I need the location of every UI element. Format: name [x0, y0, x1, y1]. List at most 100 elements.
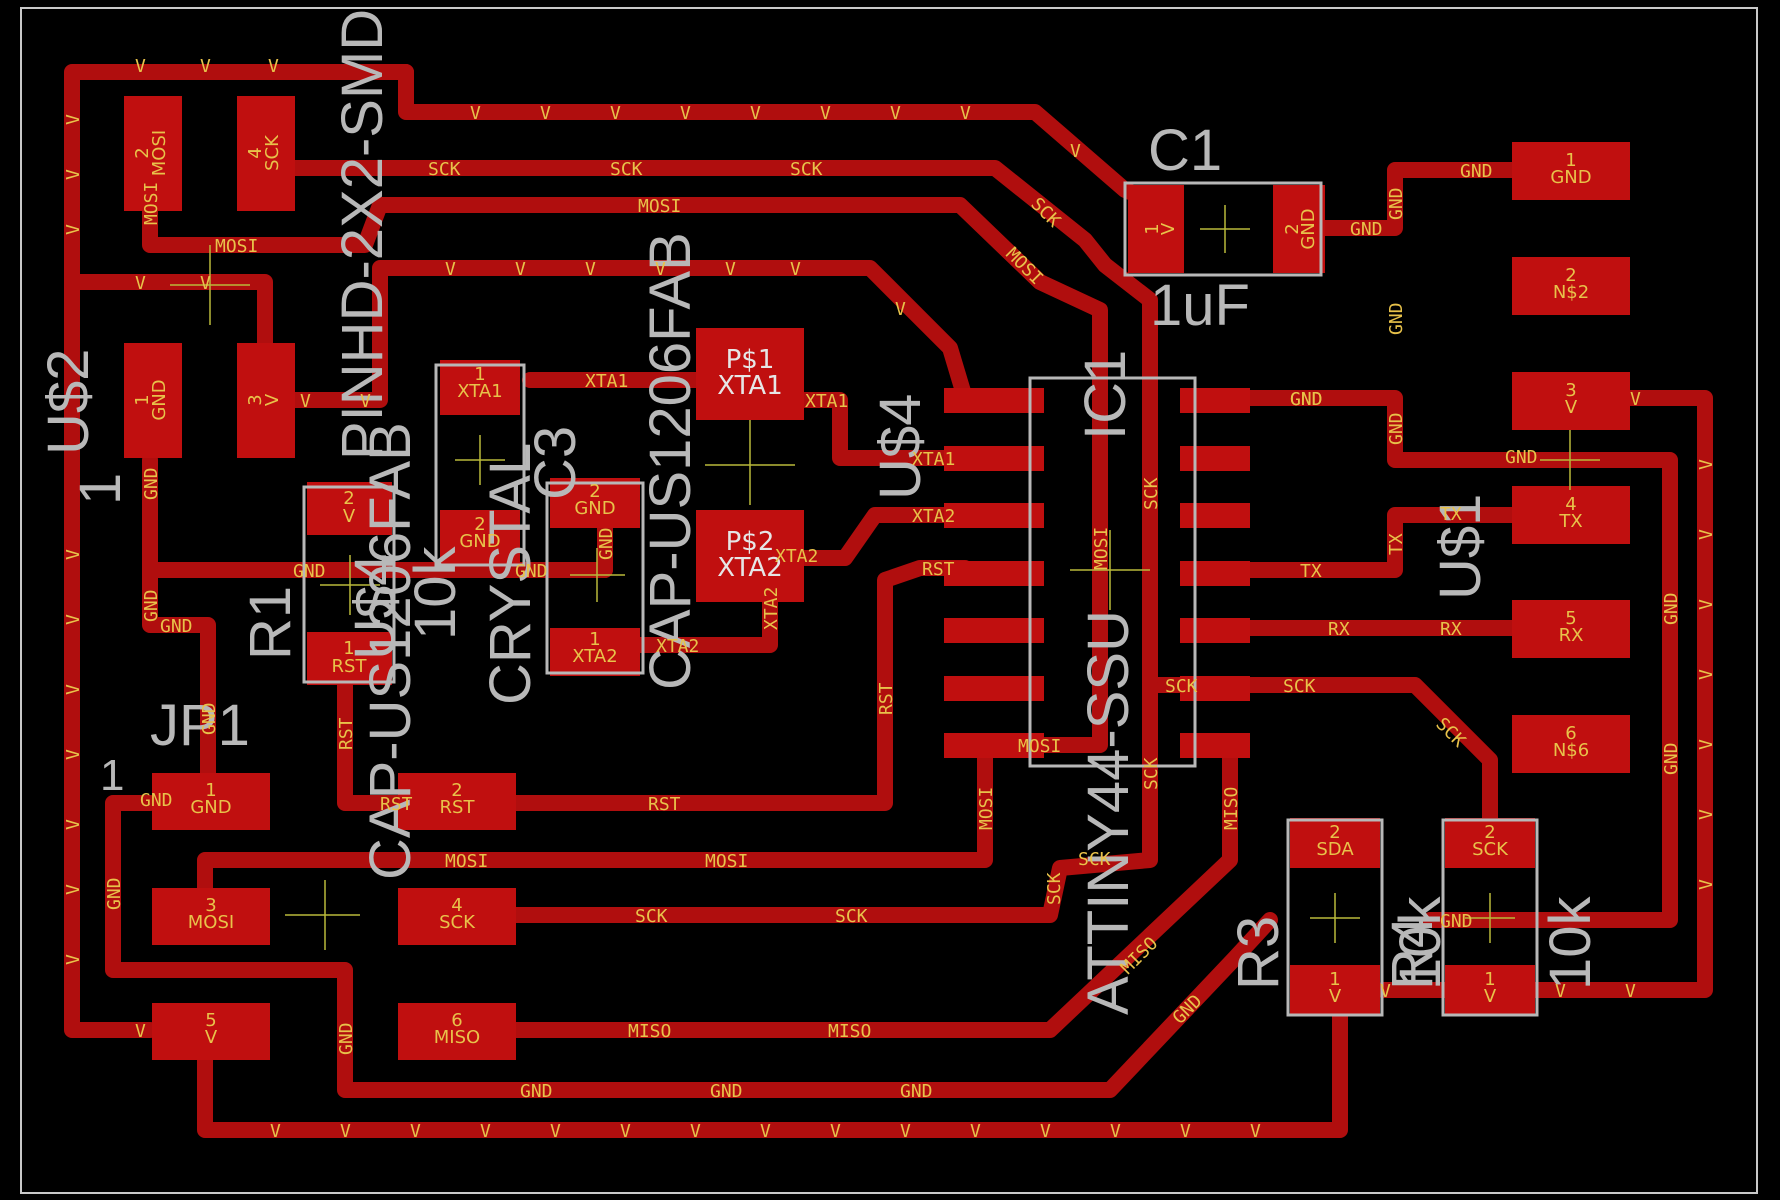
trace-sck-bottom: [507, 677, 1158, 923]
pad-p1-net: XTA1: [717, 371, 783, 401]
pad-ftdi4-net: TX: [1558, 511, 1582, 532]
cross-p: [705, 420, 795, 505]
netlabel-v: V: [900, 1121, 911, 1142]
netlabel-sck: SCK: [1044, 872, 1065, 905]
netlabel-v: V: [1040, 1121, 1051, 1142]
netlabel-v: V: [820, 103, 831, 124]
netlabel-v: V: [63, 224, 84, 235]
netlabel-v: V: [300, 391, 311, 412]
trace-mosi-u3: [142, 197, 1108, 753]
copper-traces: [64, 64, 1713, 1138]
pad-ftdi1-num: 1: [1565, 150, 1576, 171]
netlabel-v: V: [1696, 739, 1717, 750]
netlabel-v: V: [1250, 1121, 1261, 1142]
pad-ic1-l4: [944, 561, 1044, 586]
netlabel-sck: SCK: [1141, 477, 1162, 510]
netlabel-gnd: GND: [596, 527, 617, 560]
origin-crosses: [170, 205, 1600, 950]
trace-mosi-jp: [197, 737, 993, 908]
pad-u4-rst: [307, 632, 392, 685]
netlabel-v: V: [445, 259, 456, 280]
pad-ftdi4: [1512, 486, 1630, 544]
pad-jp1-2: [398, 773, 516, 830]
pad-ftdi6-net: N$6: [1553, 740, 1589, 761]
u3-value: PINHD-2X2-SMD: [330, 9, 395, 460]
netlabel-mosi: MOSI: [215, 236, 258, 257]
trace-v-top: [398, 64, 1153, 206]
netlabel-gnd: GND: [1661, 742, 1682, 775]
netlabel-sck: SCK: [790, 159, 823, 180]
netlabel-v: V: [1625, 981, 1636, 1002]
netlabel-v: V: [135, 56, 146, 77]
pad-jp1-4-num: 4: [451, 895, 462, 916]
jp1-value: 1: [100, 751, 124, 800]
r3-value: 10k: [1388, 895, 1453, 990]
r1-name: R1: [238, 586, 303, 660]
silk-r4: [1441, 818, 1539, 1017]
pad-ic1-l3: [944, 503, 1044, 528]
pad-c3-xta2: [550, 628, 640, 676]
pad-ic1-r4: [1180, 561, 1250, 586]
pad-jp1-5-num: 5: [205, 1010, 216, 1031]
netlabel-gnd: GND: [141, 467, 162, 500]
pad-u3-v: [237, 343, 295, 458]
pad-r4-v-num: 1: [1484, 969, 1495, 990]
netlabel-v: V: [515, 259, 526, 280]
netlabel-v: V: [63, 549, 84, 560]
netlabel-v: V: [655, 259, 666, 280]
netlabel-v: V: [340, 1121, 351, 1142]
netlabel-gnd: GND: [141, 589, 162, 622]
pad-ftdi5: [1512, 600, 1630, 658]
netlabel-miso: MISO: [828, 1021, 871, 1042]
netlabel-v: V: [830, 1121, 841, 1142]
silk-u4: [302, 485, 396, 684]
pad-c3-gnd-net: GND: [574, 498, 615, 519]
netlabel-gnd: GND: [710, 1081, 743, 1102]
pad-r3-v-net: V: [1329, 986, 1342, 1007]
pad-r3-sda: [1290, 818, 1380, 868]
netlabel-v: V: [890, 103, 901, 124]
pad-jp1-6-num: 6: [451, 1010, 462, 1031]
netlabel-sck: SCK: [835, 906, 868, 927]
pad-jp1-4: [398, 888, 516, 945]
trace-v-bottom: [197, 977, 1348, 1138]
cross-c1: [1200, 205, 1250, 253]
netlabel-v: V: [63, 749, 84, 760]
pad-u3-mosi-net: MOSI: [149, 130, 170, 176]
silk-outlines: [302, 181, 1539, 1017]
pad-jp1-1-net: GND: [190, 797, 231, 818]
pad-ftdi2: [1512, 257, 1630, 315]
pad-ic1-l7: [944, 733, 1044, 758]
netlabel-gnd: GND: [1290, 389, 1323, 410]
netlabel-v: V: [1110, 1121, 1121, 1142]
netlabel-v: V: [63, 884, 84, 895]
trace-gnd-left: [142, 562, 216, 788]
netlabel-v: V: [268, 56, 279, 77]
silk-ic1: [1028, 376, 1197, 768]
pad-jp1-1-num: 1: [205, 780, 216, 801]
pad-c3-xta2-net: XTA2: [572, 646, 617, 667]
netlabel-v: V: [135, 273, 146, 294]
netlabel-xta2: XTA2: [912, 506, 955, 527]
netlabel-v: V: [1555, 981, 1566, 1002]
netlabel-tx: TX: [1440, 504, 1462, 525]
netlabel-xta2: XTA2: [775, 546, 818, 567]
pads: [124, 96, 1630, 1060]
u3b-name: U$4: [868, 394, 933, 500]
netlabel-v: V: [200, 273, 211, 294]
pad-u3-mosi: [124, 96, 182, 211]
pad-ftdi3-num: 3: [1565, 380, 1576, 401]
pad-ftdi2-num: 2: [1565, 265, 1576, 286]
netlabel-mosi: MOSI: [976, 787, 997, 830]
cross-r3: [1310, 893, 1360, 943]
pad-cr-gnd-net: GND: [459, 531, 500, 552]
pad-u4-v-num: 2: [343, 488, 354, 509]
jp1-name: JP1: [150, 693, 250, 758]
netlabel-gnd: GND: [900, 1081, 933, 1102]
trace-v-right: [1504, 390, 1713, 998]
pad-cr-xta1-net: XTA1: [457, 381, 502, 402]
netlabel-gnd: GND: [160, 616, 193, 637]
pad-u4-rst-num: 1: [343, 638, 354, 659]
netlabel-v: V: [63, 614, 84, 625]
pad-ftdi6-num: 6: [1565, 723, 1576, 744]
